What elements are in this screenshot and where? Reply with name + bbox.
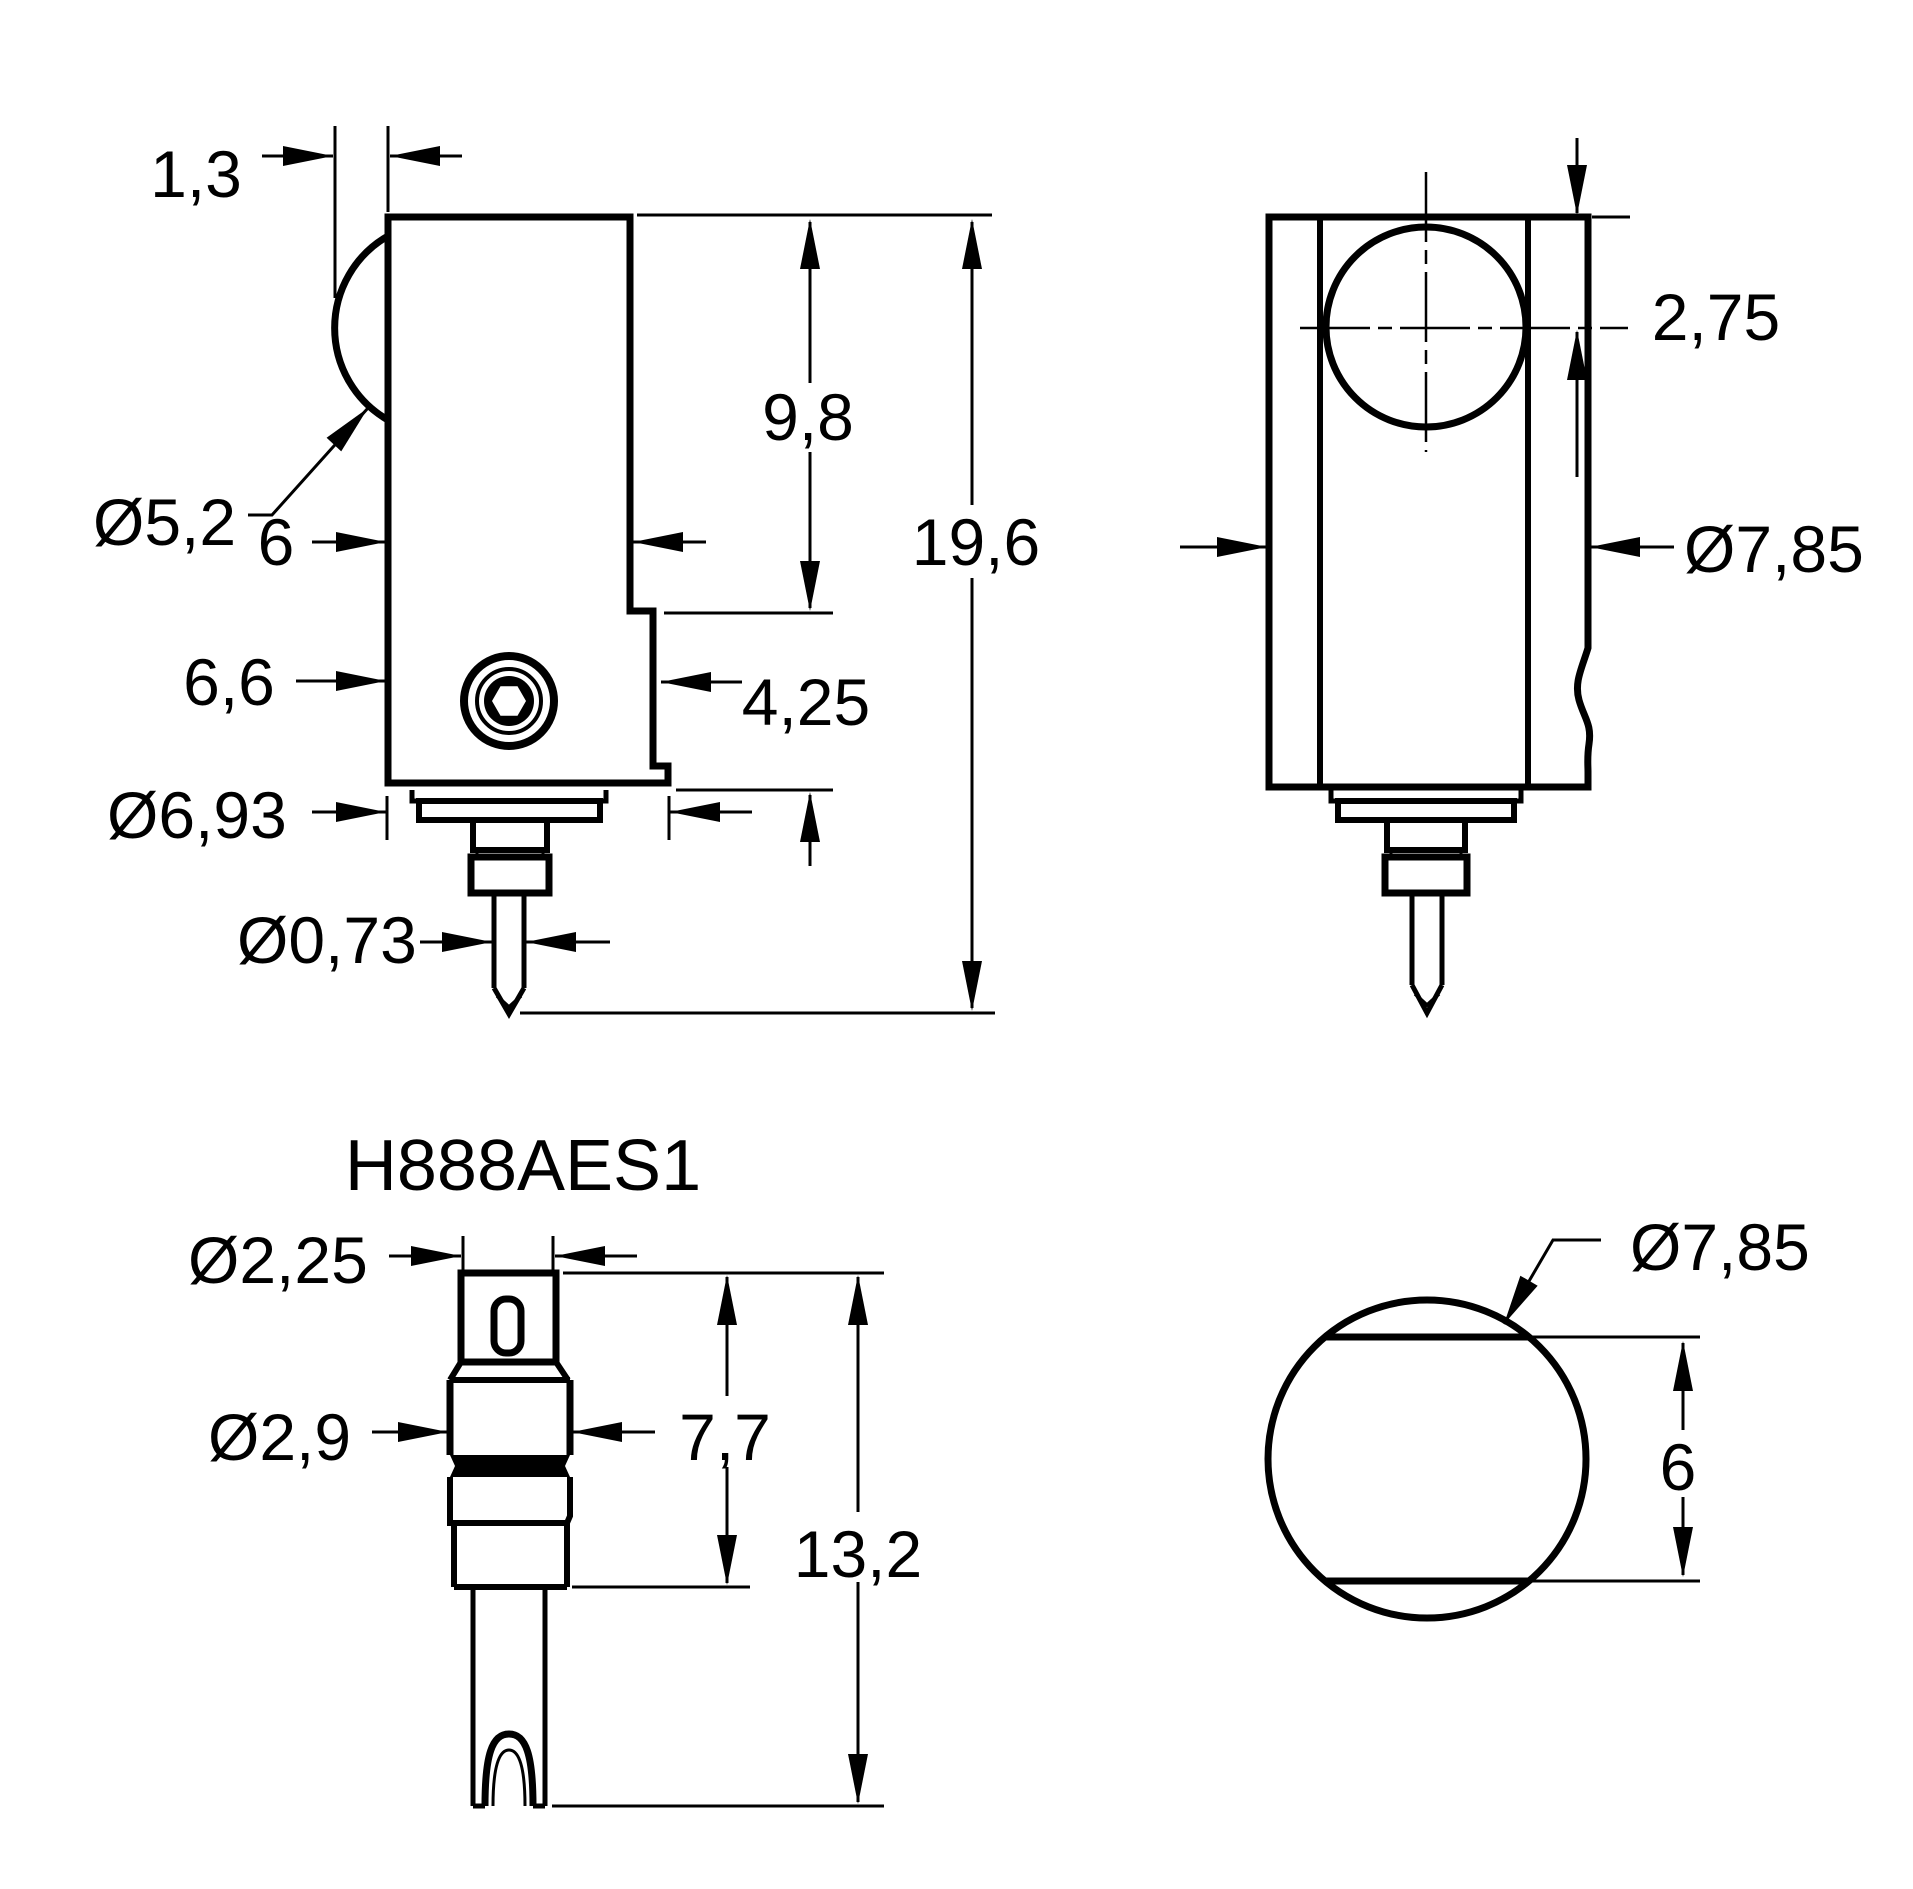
stem-fork-notch-inner: [491, 1748, 527, 1807]
connector-slot: [490, 1295, 525, 1357]
front-barrel: [1381, 853, 1471, 897]
hex-screw-icon: [460, 652, 558, 750]
dia-2-9-label: Ø2,9: [208, 1400, 351, 1474]
cylinder-lower: [451, 1523, 570, 1590]
bottom-view-texts: Ø7,85 6: [1630, 1210, 1810, 1504]
cylinder-upper: [446, 1380, 574, 1455]
bottom-view: [1264, 1296, 1590, 1622]
detail-view-dimensions: [372, 1236, 884, 1808]
connector-box: [457, 1269, 560, 1366]
dim-4-25-label: 4,25: [742, 665, 870, 739]
dim-9-8-label: 9,8: [762, 380, 854, 454]
detail-view: [446, 1269, 574, 1809]
front-neck: [1384, 817, 1468, 853]
side-view-dimensions: [248, 126, 995, 1015]
front-pin: [1409, 893, 1445, 985]
bottom-view-dimensions: [1495, 1238, 1700, 1583]
front-view: [1265, 172, 1628, 1019]
dia-0-73-label: Ø0,73: [237, 903, 417, 977]
dim-2-75-label: 2,75: [1652, 280, 1780, 354]
stem: [470, 1587, 548, 1809]
side-view: [331, 213, 672, 1020]
neck: [470, 817, 550, 853]
body-outline: [384, 213, 672, 787]
pin-tip-chamfer: [495, 994, 523, 1010]
dia-7-85-bottom-label: Ø7,85: [1630, 1210, 1810, 1284]
dia-6-93-label: Ø6,93: [107, 778, 287, 852]
black-band: [450, 1455, 570, 1477]
side-view-dimension-texts: 1,3 Ø5,2 6 6,6 Ø6,93 Ø0,73 9,8 19,6 4,25: [93, 137, 1040, 977]
dia-5-2-label: Ø5,2: [93, 485, 236, 559]
part-number-label: H888AES1: [345, 1126, 701, 1206]
front-flat-lines: [1317, 217, 1531, 787]
flat-chords: [1326, 1333, 1528, 1585]
detail-view-texts: H888AES1 Ø2,25 Ø2,9 7,7 13,2: [188, 1126, 922, 1591]
pin-tip: [491, 986, 527, 1020]
cylinder-mid: [447, 1477, 573, 1526]
front-view-dimensions: [1180, 138, 1674, 557]
dia-7-85-front-label: Ø7,85: [1684, 512, 1864, 586]
shoulder: [447, 1360, 571, 1383]
front-pin-tip-chamfer: [1413, 992, 1441, 1008]
dim-6-label: 6: [258, 505, 295, 579]
dim-7-7-label: 7,7: [679, 1400, 771, 1474]
dia-2-25-label: Ø2,25: [188, 1223, 368, 1297]
ball-bulge-arc: [331, 232, 390, 424]
bottom-circle: [1264, 1296, 1590, 1622]
front-pin-tip: [1409, 983, 1445, 1019]
dim-6-flats-label: 6: [1660, 1430, 1697, 1504]
front-view-dimension-texts: 2,75 Ø7,85: [1652, 280, 1864, 586]
front-body-outline: [1265, 213, 1594, 791]
dim-19-6-label: 19,6: [912, 505, 1040, 579]
dim-6-6-label: 6,6: [183, 645, 275, 719]
pin: [491, 893, 527, 988]
dim-13-2-label: 13,2: [794, 1517, 922, 1591]
stem-fork-notch: [481, 1730, 537, 1807]
dim-1-3-label: 1,3: [150, 137, 242, 211]
barrel: [467, 853, 553, 897]
